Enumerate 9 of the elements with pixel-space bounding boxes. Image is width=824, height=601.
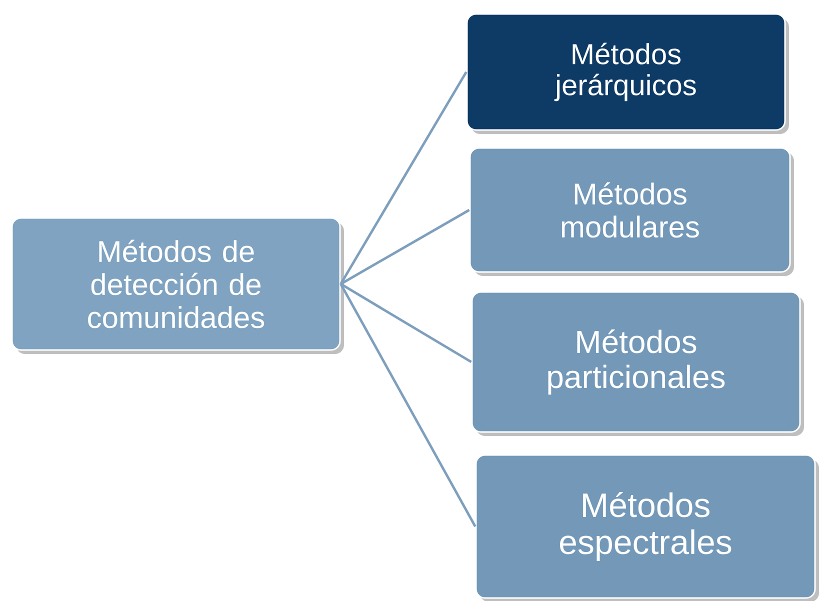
text-box: Métodos particionales — [471, 291, 801, 433]
text-box: Métodos de detección de comunidades — [11, 217, 341, 351]
text-box: Métodos jerárquicos — [466, 13, 786, 131]
connector-line — [340, 283, 476, 528]
connector-line — [340, 71, 468, 285]
connector-line — [340, 208, 470, 286]
connector-line — [340, 282, 472, 364]
text-box: Métodos modulares — [469, 147, 791, 273]
text-box: Métodos espectrales — [475, 454, 816, 599]
